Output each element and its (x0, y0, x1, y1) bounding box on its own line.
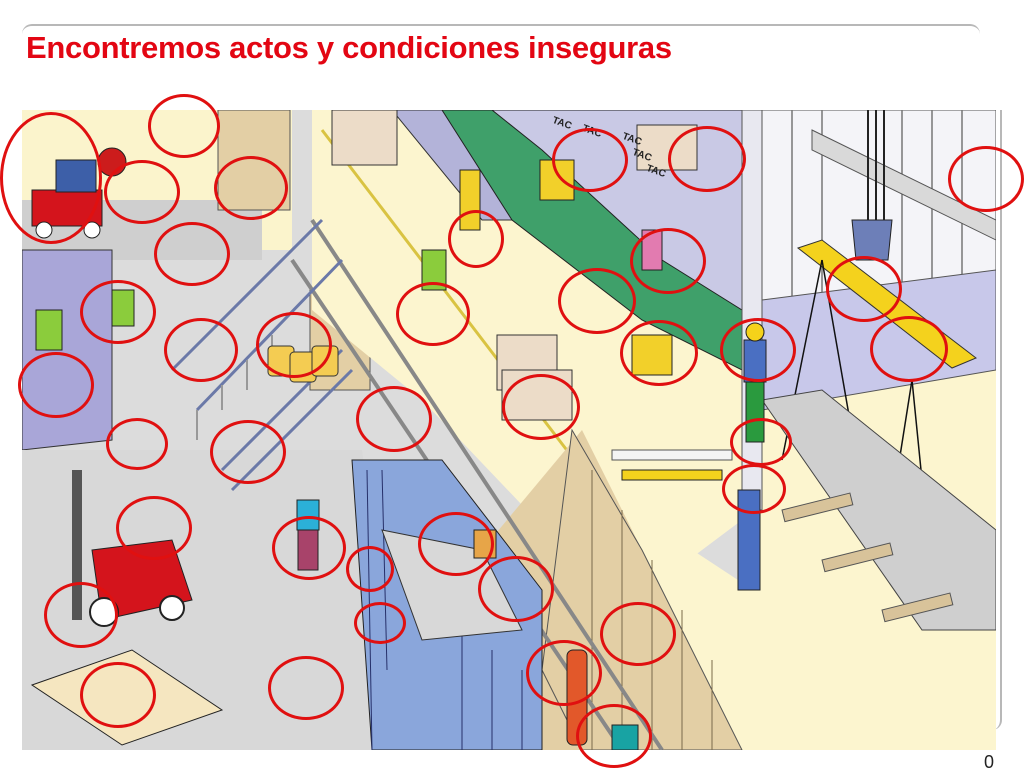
hazard-marker-leaning-panel[interactable] (154, 222, 230, 286)
hazard-marker-worker-plank[interactable] (18, 352, 94, 418)
hazard-marker-chemical-drums[interactable] (256, 312, 332, 378)
slide-frame-border (992, 110, 1002, 730)
hazard-marker-hose-reel[interactable] (104, 160, 180, 224)
hazard-marker-pallet-jack[interactable] (558, 268, 636, 334)
hazard-marker-ladder-base[interactable] (106, 418, 168, 470)
hazard-marker-forklift-cab[interactable] (116, 496, 192, 560)
hazard-marker-woman-no-ppe[interactable] (630, 228, 706, 294)
hazard-marker-stacked-boxes[interactable] (668, 126, 746, 192)
hazard-marker-machine-operator[interactable] (552, 128, 628, 192)
hazard-marker-sparks[interactable] (354, 602, 406, 644)
hazard-marker-high-heels[interactable] (448, 210, 504, 268)
hazard-marker-hard-hat-worker[interactable] (720, 318, 796, 382)
hazard-marker-chemical-can[interactable] (478, 556, 554, 622)
hazard-marker-pallet-boxes[interactable] (502, 374, 580, 440)
hazard-marker-sandals[interactable] (730, 418, 792, 466)
hazard-marker-welder[interactable] (418, 512, 494, 576)
hazard-marker-no-smoking-cable[interactable] (214, 156, 288, 220)
hazard-marker-floor-hole[interactable] (356, 386, 432, 452)
slide-title: Encontremos actos y condiciones insegura… (26, 30, 672, 65)
page-number: 0 (984, 752, 995, 772)
hazard-marker-crane-hook[interactable] (826, 256, 902, 322)
hazard-marker-beam-load[interactable] (870, 316, 948, 382)
hazard-marker-loose-cable[interactable] (600, 602, 676, 666)
hazard-marker-lifting-posture[interactable] (620, 320, 698, 386)
hazard-marker-screwdriver[interactable] (948, 146, 1024, 212)
hazard-marker-no-helmet[interactable] (722, 464, 786, 514)
hazard-marker-gas-cylinder[interactable] (526, 640, 602, 706)
hazard-marker-worker-eye[interactable] (80, 280, 156, 344)
hazard-marker-forklift-riders[interactable] (0, 112, 102, 244)
hazard-marker-curtain-edge[interactable] (346, 546, 394, 592)
hazard-marker-running-carry[interactable] (396, 282, 470, 346)
hazard-marker-smoking[interactable] (576, 704, 652, 768)
hazard-marker-debris[interactable] (210, 420, 286, 484)
hazard-marker-under-stairs[interactable] (164, 318, 238, 382)
hazard-marker-person-walking[interactable] (272, 516, 346, 580)
hazard-marker-tools[interactable] (80, 662, 156, 728)
hazard-marker-broken-window[interactable] (148, 94, 220, 158)
hazard-marker-pipes[interactable] (268, 656, 344, 720)
hazard-marker-forklift-fork[interactable] (44, 582, 118, 648)
slide-top-border (22, 24, 980, 34)
